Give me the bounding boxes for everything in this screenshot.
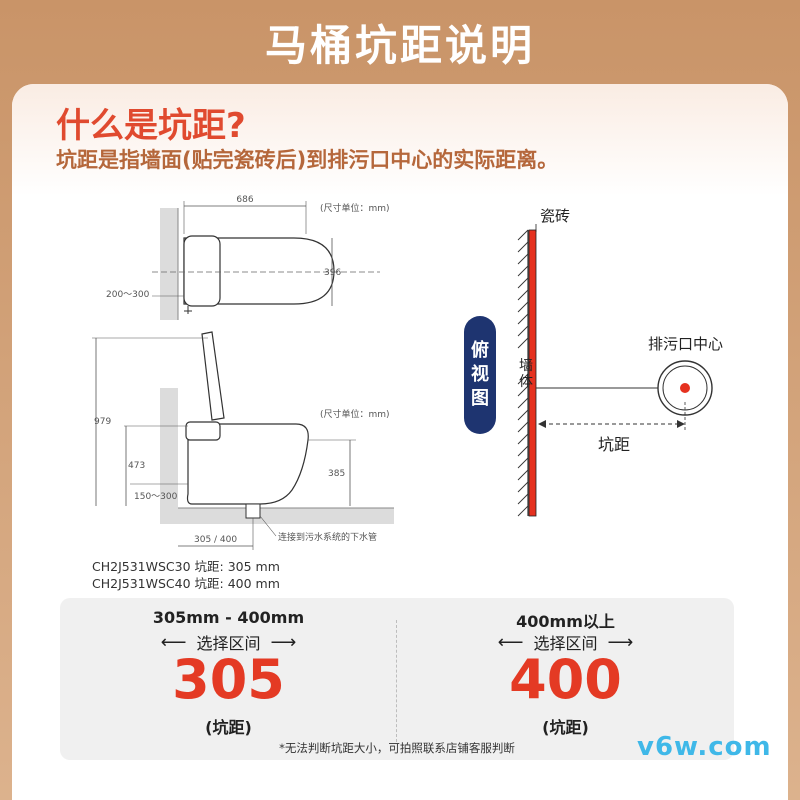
option-select-row: ⟵ 选择区间 ⟶	[60, 631, 397, 654]
info-card: 什么是坑距? 坑距是指墙面(贴完瓷砖后)到排污口中心的实际距离。 686 (尺寸…	[12, 84, 788, 800]
side-view-lid	[201, 331, 225, 421]
installation-diagram: 686 (尺寸单位：mm) 396 200～300 979	[92, 195, 723, 550]
model-item: CH2J531WSC30 坑距: 305 mm	[92, 559, 280, 574]
option-select-label: 选择区间	[196, 634, 261, 653]
definition-text: 坑距是指墙面(贴完瓷砖后)到排污口中心的实际距离。	[56, 148, 559, 172]
option-value: 400	[509, 648, 622, 711]
page-header: 马桶坑距说明	[0, 0, 800, 84]
option-select-row: ⟵ 选择区间 ⟶	[397, 631, 734, 654]
top-depth-label: 396	[324, 268, 341, 278]
option-unit: (坑距)	[542, 718, 589, 737]
side-view-wall	[160, 388, 178, 524]
side-height-label: 979	[94, 417, 111, 427]
side-view-floor	[178, 508, 394, 524]
watermark: v6w.com	[637, 732, 772, 762]
wall-hatching	[517, 229, 529, 517]
side-seat-label: 473	[128, 461, 145, 471]
side-inlet-label: 150～300	[134, 492, 178, 502]
option-range: 305mm - 400mm	[152, 608, 305, 627]
distance-label: 坑距	[598, 435, 630, 454]
wall-label-1: 墙	[519, 358, 533, 374]
arrow-right-icon: ⟶	[607, 631, 634, 653]
selection-panel: 305mm - 400mm ⟵ 选择区间 ⟶ 305 (坑距) 400mm以上 …	[60, 598, 734, 760]
side-view-body	[186, 423, 309, 505]
top-unit-label: (尺寸单位：mm)	[320, 202, 390, 214]
side-rim-label: 385	[328, 469, 345, 479]
side-unit-label: (尺寸单位：mm)	[320, 408, 390, 420]
top-width-label: 686	[236, 195, 253, 205]
top-view-valve	[184, 306, 192, 314]
view-badge	[464, 316, 496, 434]
option-select-label: 选择区间	[533, 634, 598, 653]
panel-divider	[396, 620, 397, 742]
view-badge-char-3: 图	[471, 388, 489, 409]
tile-label: 瓷砖	[540, 207, 570, 225]
outlet-label: 排污口中心	[648, 335, 723, 353]
top-range-label: 200～300	[106, 290, 150, 300]
option-value: 305	[172, 648, 285, 711]
option-305[interactable]: 305mm - 400mm ⟵ 选择区间 ⟶ 305 (坑距)	[60, 598, 397, 760]
question-title: 什么是坑距?	[56, 106, 246, 146]
side-view-drawing: 979 (尺寸单位：mm) 473 385 150～300 305 / 400 …	[92, 331, 394, 550]
top-view-drawing: 686 (尺寸单位：mm) 396 200～300	[106, 195, 390, 320]
top-view-wall	[160, 208, 178, 320]
option-range: 400mm以上	[516, 612, 615, 631]
option-unit: (坑距)	[205, 718, 252, 737]
page-title: 马桶坑距说明	[264, 20, 535, 70]
outlet-center-dot	[680, 383, 690, 393]
arrow-left-icon: ⟵	[160, 631, 187, 653]
arrow-right-icon: ⟶	[270, 631, 297, 653]
arrow-left-icon: ⟵	[497, 631, 524, 653]
side-roughin-label: 305 / 400	[194, 535, 237, 545]
plan-diagram: 瓷砖 墙 体 俯 视 图 排污口中心 坑距	[464, 207, 723, 517]
wall-label-2: 体	[519, 374, 533, 390]
model-list: CH2J531WSC30 坑距: 305 mm CH2J531WSC40 坑距:…	[92, 558, 280, 592]
side-callout-label: 连接到污水系统的下水管	[278, 531, 377, 543]
tile-layer	[528, 229, 537, 517]
card-top-band	[12, 84, 788, 196]
option-400[interactable]: 400mm以上 ⟵ 选择区间 ⟶ 400 (坑距)	[397, 598, 734, 760]
footnote: *无法判断坑距大小，可拍照联系店铺客服判断	[279, 741, 515, 755]
top-view-lid	[183, 237, 335, 305]
view-badge-char-2: 视	[471, 363, 489, 385]
top-view-tank	[183, 235, 221, 307]
model-item: CH2J531WSC40 坑距: 400 mm	[92, 576, 280, 591]
view-badge-char-1: 俯	[471, 339, 489, 361]
